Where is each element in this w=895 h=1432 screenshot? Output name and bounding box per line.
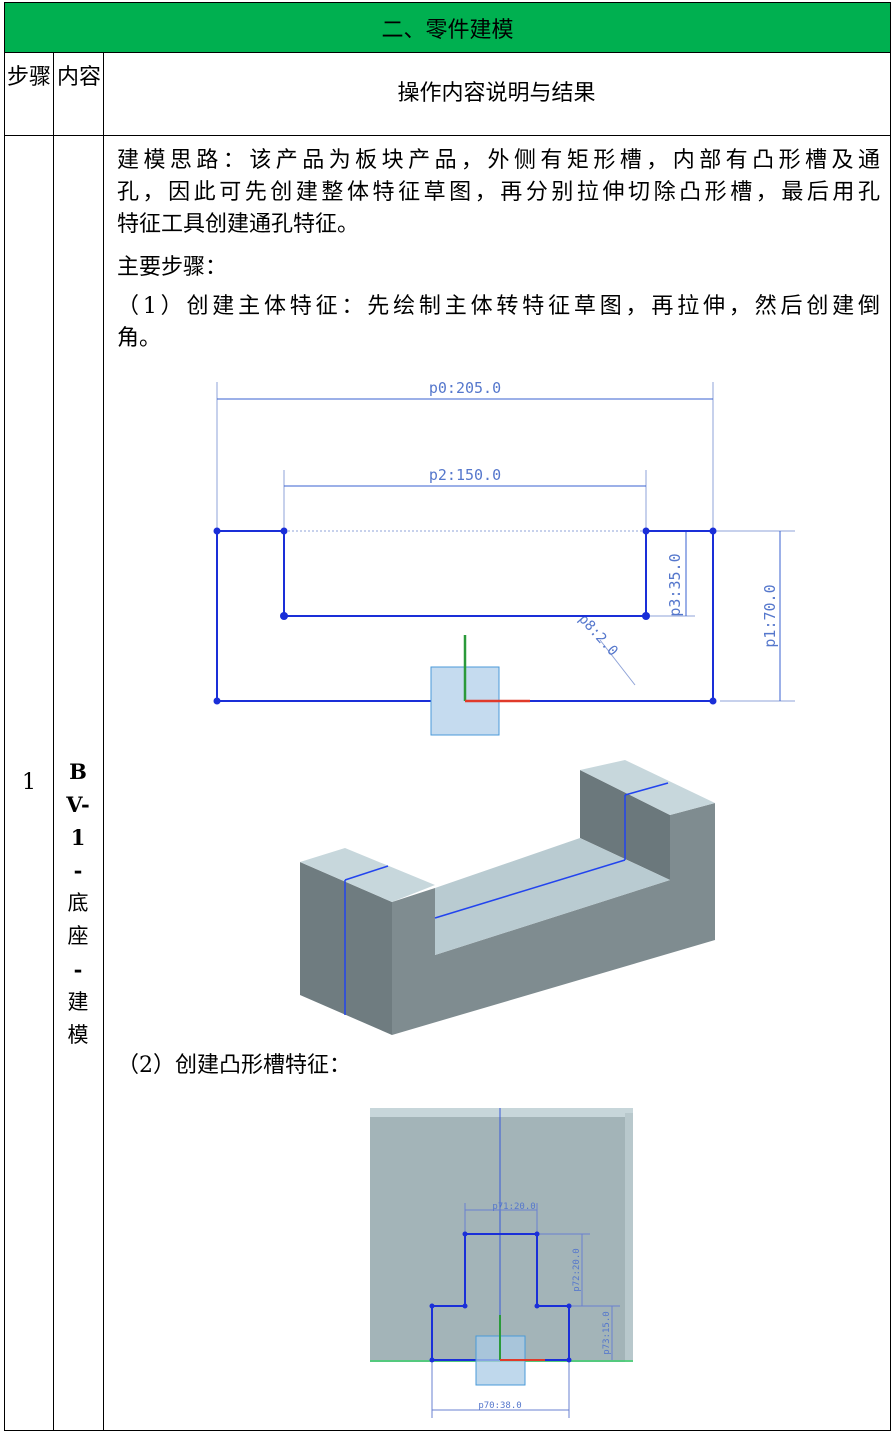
- dim-p0: p0:205.0: [429, 379, 501, 397]
- content-char: -: [73, 957, 83, 982]
- table-border: [103, 52, 104, 1431]
- content-char: V-: [66, 792, 90, 817]
- sketch-points: [213, 527, 717, 705]
- table-border: [4, 52, 891, 53]
- sketch-2: p71:20.0 p72:20.0 p73:15.0 p70:38.0: [370, 1108, 633, 1418]
- table-border: [4, 1430, 891, 1431]
- dim-p8: p8:2.0: [575, 611, 621, 659]
- dim-p2: p2:150.0: [429, 466, 501, 484]
- dim-p72: p72:20.0: [572, 1248, 582, 1291]
- text-line: 特征工具创建通孔特征。: [117, 212, 360, 237]
- dimension-lines: [216, 382, 795, 702]
- header-description: 操作内容说明与结果: [397, 81, 596, 106]
- content-char: 建: [67, 990, 89, 1014]
- modeling-idea: 建模思路：该产品为板块产品，外侧有矩形槽，内部有凸形槽及通 孔，因此可先创建整体…: [117, 145, 880, 241]
- table-border: [4, 135, 891, 136]
- step1-text: （1）创建主体特征：先绘制主体转特征草图，再拉伸，然后创建倒 角。: [117, 291, 880, 355]
- content-char: 模: [67, 1023, 89, 1047]
- content-char: B: [69, 759, 87, 784]
- table-border: [53, 52, 54, 1431]
- step-number: 1: [22, 770, 36, 795]
- 3d-model-base: [300, 760, 715, 1035]
- content-char: -: [73, 858, 83, 883]
- step2-text: （2）创建凸形槽特征：: [117, 1053, 351, 1078]
- table-border: [890, 2, 891, 1431]
- dim-p71: p71:20.0: [492, 1202, 535, 1212]
- text-line: （1）创建主体特征：先绘制主体转特征草图，再拉伸，然后创建倒: [117, 294, 880, 319]
- dim-p3: p3:35.0: [666, 553, 684, 616]
- header-step: 步骤: [6, 65, 51, 90]
- table-border: [4, 2, 891, 3]
- header-content: 内容: [56, 65, 101, 90]
- dim-p70: p70:38.0: [478, 1401, 521, 1411]
- dim-p73: p73:15.0: [602, 1311, 612, 1354]
- content-label: B V- 1 - 底 座 - 建 模: [53, 755, 103, 1052]
- content-char: 1: [70, 825, 86, 850]
- table-border: [4, 2, 5, 1431]
- content-char: 底: [67, 891, 89, 915]
- section-title: 二、零件建模: [5, 3, 890, 52]
- content-char: 座: [67, 924, 89, 948]
- main-steps-label: 主要步骤：: [117, 255, 228, 280]
- dim-p1: p1:70.0: [761, 584, 779, 647]
- text-line: 建模思路：该产品为板块产品，外侧有矩形槽，内部有凸形槽及通: [117, 148, 880, 173]
- text-line: 孔，因此可先创建整体特征草图，再分别拉伸切除凸形槽，最后用孔: [117, 180, 880, 205]
- text-line: 角。: [117, 326, 162, 351]
